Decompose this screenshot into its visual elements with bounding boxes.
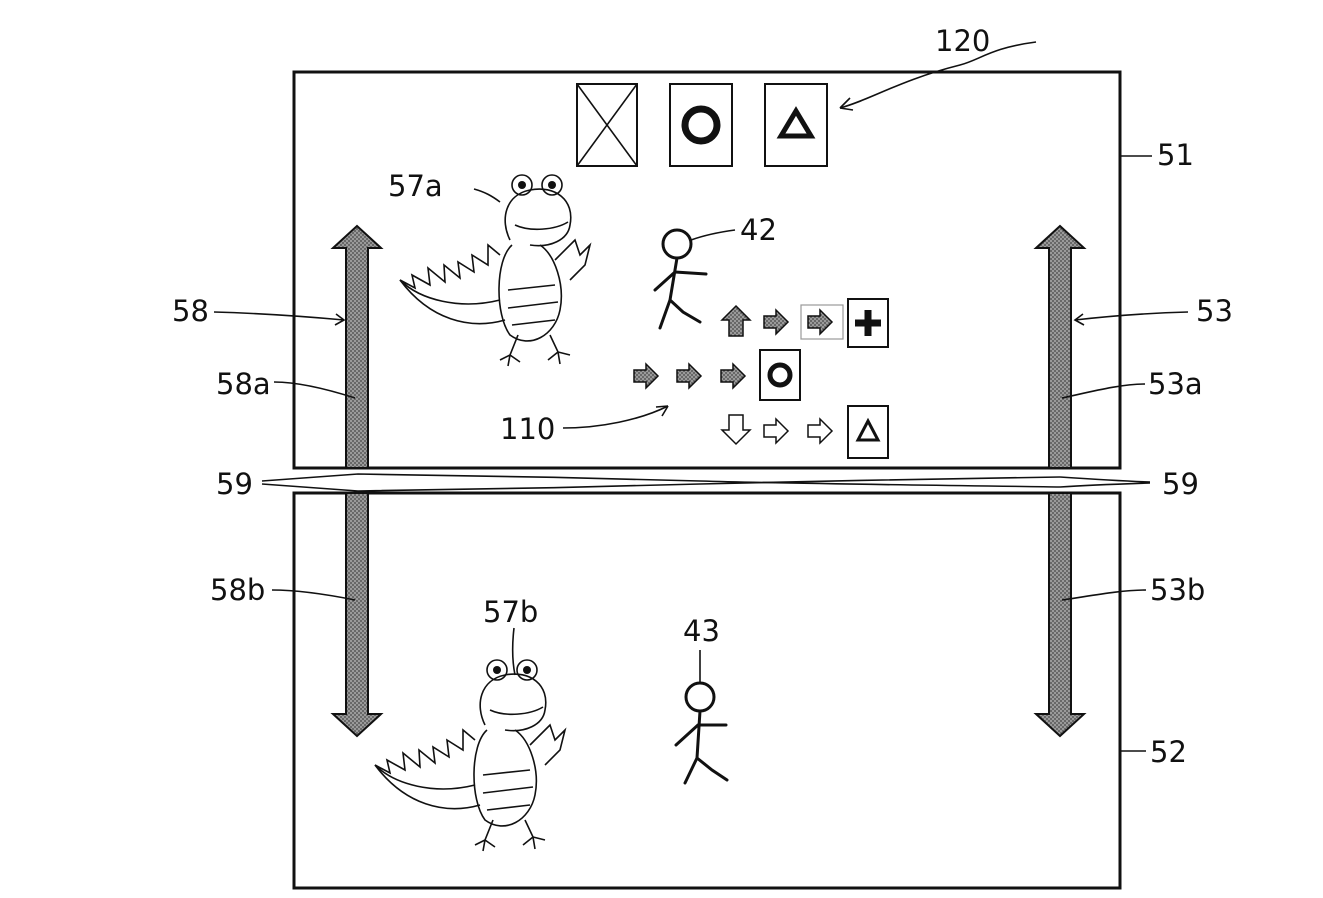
label-52: 52	[1150, 735, 1187, 769]
up-arrow-icon	[720, 304, 752, 337]
label-110: 110	[500, 412, 555, 446]
label-53a: 53a	[1148, 367, 1203, 401]
command-row-2	[633, 349, 801, 401]
circle-button-icon	[759, 349, 801, 401]
down-arrow-icon	[720, 414, 752, 446]
gap-59	[261, 473, 1151, 492]
label-59-left: 59	[216, 467, 253, 501]
label-53: 53	[1196, 294, 1233, 328]
label-57b: 57b	[483, 595, 538, 629]
plus-button-icon	[847, 298, 889, 348]
triangle-button-icon	[847, 405, 889, 459]
label-57a: 57a	[388, 169, 443, 203]
command-row-3	[720, 405, 889, 459]
left-bar	[330, 224, 384, 738]
label-43: 43	[683, 614, 720, 648]
button-cards	[576, 83, 828, 167]
command-list	[633, 298, 889, 459]
label-58b: 58b	[210, 573, 265, 607]
bottom-screen	[292, 491, 1122, 890]
right-bar	[1033, 224, 1087, 738]
label-120: 120	[935, 24, 990, 58]
leader-lines	[213, 41, 1189, 752]
label-59-right: 59	[1162, 467, 1199, 501]
label-42: 42	[740, 213, 777, 247]
circle-card-icon	[669, 83, 733, 167]
command-row-1	[720, 298, 889, 348]
cross-card-icon	[576, 83, 638, 167]
player-top-icon	[653, 228, 708, 330]
label-53b: 53b	[1150, 573, 1205, 607]
label-58: 58	[172, 294, 209, 328]
label-51: 51	[1157, 138, 1194, 172]
label-58a: 58a	[216, 367, 271, 401]
triangle-card-icon	[764, 83, 828, 167]
